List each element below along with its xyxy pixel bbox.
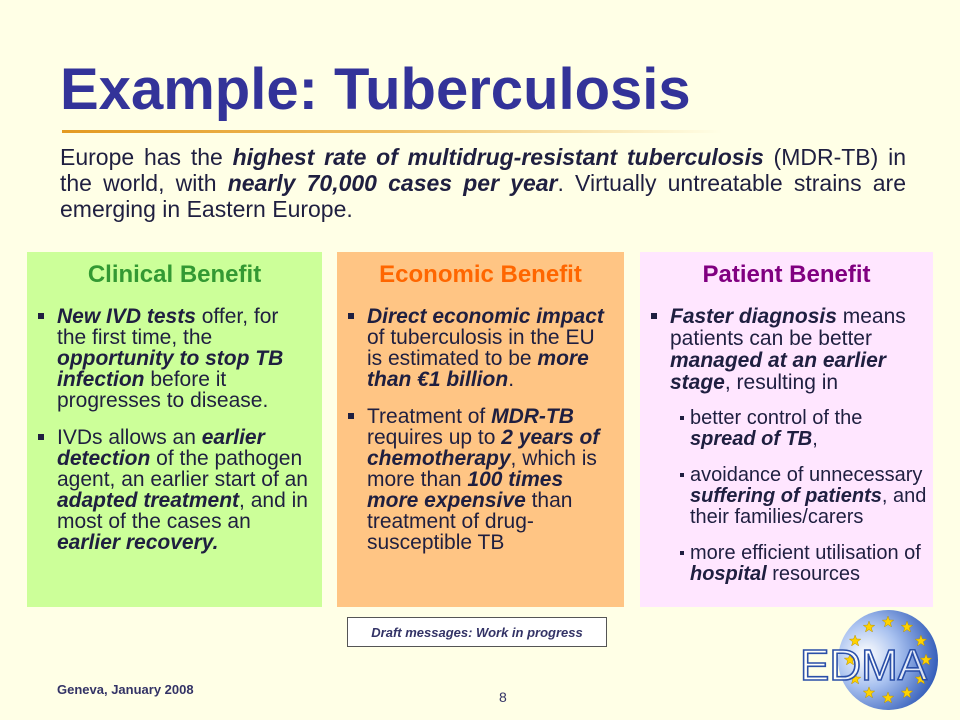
text-run: , and their families/carers — [690, 485, 927, 528]
patient-benefit-list: Faster diagnosis means patients can be b… — [651, 305, 926, 601]
star-icon — [919, 653, 933, 666]
economic-benefit-heading: Economic Benefit — [379, 261, 582, 288]
intro-paragraph: Europe has the highest rate of multidrug… — [60, 144, 906, 222]
star-icon — [881, 615, 895, 628]
star-icon — [848, 672, 862, 685]
economic-benefit-list: Direct economic impact of tuberculosis i… — [348, 305, 611, 569]
clinical-benefit-box: Clinical Benefit New IVD tests offer, fo… — [27, 252, 322, 607]
text-run: . — [508, 368, 515, 391]
clinical-benefit-heading: Clinical Benefit — [87, 261, 262, 288]
logo-lettering: EDMA — [800, 641, 928, 690]
emphasis-text: highest rate of multidrug-resistant tube… — [232, 144, 764, 170]
text-run: more efficient utilisation of — [690, 542, 921, 564]
bullet-item: Faster diagnosis means patients can be b… — [651, 305, 926, 585]
emphasis-text: adapted treatment — [57, 489, 240, 512]
text-run: Treatment of — [367, 405, 492, 428]
text-run: before it progresses to disease. — [57, 368, 269, 412]
sub-bullet-item: better control of the spread of TB, — [680, 407, 929, 450]
emphasis-text: more than €1 billion — [367, 347, 589, 391]
logo-star-ring — [843, 615, 933, 704]
bullet-item: IVDs allows an earlier detection of the … — [38, 426, 312, 554]
bullet-item: Direct economic impact of tuberculosis i… — [348, 305, 611, 391]
emphasis-text: opportunity to stop TB infection — [57, 347, 284, 391]
patient-benefit-heading: Patient Benefit — [702, 261, 871, 288]
text-run: of tuberculosis in the EU is estimated t… — [367, 326, 595, 370]
emphasis-text: suffering of patients — [690, 485, 882, 507]
text-run: , which is more than — [367, 447, 597, 491]
star-icon — [862, 620, 876, 633]
emphasis-text: Direct economic impact — [367, 305, 604, 328]
text-run: avoidance of unnecessary — [690, 464, 923, 486]
bullet-item: Treatment of MDR-TB requires up to 2 yea… — [348, 405, 611, 554]
star-icon — [900, 620, 914, 633]
sub-bullet-item: more efficient utilisation of hospital r… — [680, 542, 929, 585]
title-underline — [62, 130, 722, 133]
bullet-text: Faster diagnosis means patients can be b… — [670, 305, 906, 394]
sub-bullet-item: avoidance of unnecessary suffering of pa… — [680, 464, 929, 528]
emphasis-text: nearly 70,000 cases per year — [227, 170, 558, 196]
draft-note-box: Draft messages: Work in progress — [347, 617, 607, 647]
emphasis-text: New IVD tests — [57, 305, 196, 328]
footer-location-date: Geneva, January 2008 — [57, 682, 194, 697]
text-run: , and in most of the cases an — [57, 489, 308, 533]
star-icon — [881, 691, 895, 704]
emphasis-text: 100 times more expensive — [367, 468, 564, 512]
text-run: , resulting in — [724, 371, 839, 394]
draft-note-text: Draft messages: Work in progress — [371, 624, 583, 640]
bullet-item: New IVD tests offer, for the first time,… — [38, 305, 312, 412]
emphasis-text: spread of TB — [690, 428, 813, 450]
text-run: means patients can be better — [670, 305, 906, 350]
edma-logo: EDMA — [799, 610, 938, 710]
slide-title: Example: Tuberculosis — [60, 57, 691, 122]
text-run: , — [812, 428, 818, 450]
clinical-benefit-list: New IVD tests offer, for the first time,… — [38, 305, 312, 569]
emphasis-text: earlier recovery. — [57, 531, 219, 554]
text-run: Europe has the — [60, 144, 233, 170]
text-run: of the pathogen agent, an earlier start … — [57, 447, 308, 491]
text-run: . Virtually untreatable strains are emer… — [60, 170, 906, 222]
economic-benefit-box: Economic Benefit Direct economic impact … — [337, 252, 624, 607]
emphasis-text: managed at an earlier stage — [670, 349, 886, 394]
text-run: better control of the — [690, 407, 863, 429]
text-run: IVDs allows an — [57, 426, 202, 449]
emphasis-text: Faster diagnosis — [670, 305, 837, 328]
emphasis-text: hospital — [690, 563, 767, 585]
text-run: than treatment of drug-susceptible TB — [367, 489, 573, 554]
text-run: offer, for the first time, the — [57, 305, 279, 349]
patient-benefit-box: Patient Benefit Faster diagnosis means p… — [640, 252, 933, 607]
text-run: (MDR-TB) in the world, with — [60, 144, 906, 196]
star-icon — [862, 686, 876, 699]
emphasis-text: MDR-TB — [491, 405, 574, 428]
star-icon — [914, 634, 928, 647]
text-run: resources — [766, 563, 861, 585]
page-number: 8 — [499, 689, 507, 705]
emphasis-text: earlier detection — [57, 426, 265, 470]
star-icon — [843, 653, 857, 666]
sub-bullet-list: better control of the spread of TB, avoi… — [680, 407, 929, 585]
star-icon — [900, 686, 914, 699]
text-run: requires up to — [367, 426, 502, 449]
star-icon — [848, 634, 862, 647]
emphasis-text: 2 years of chemotherapy — [367, 426, 600, 470]
logo-globe — [838, 610, 938, 710]
star-icon — [914, 672, 928, 685]
